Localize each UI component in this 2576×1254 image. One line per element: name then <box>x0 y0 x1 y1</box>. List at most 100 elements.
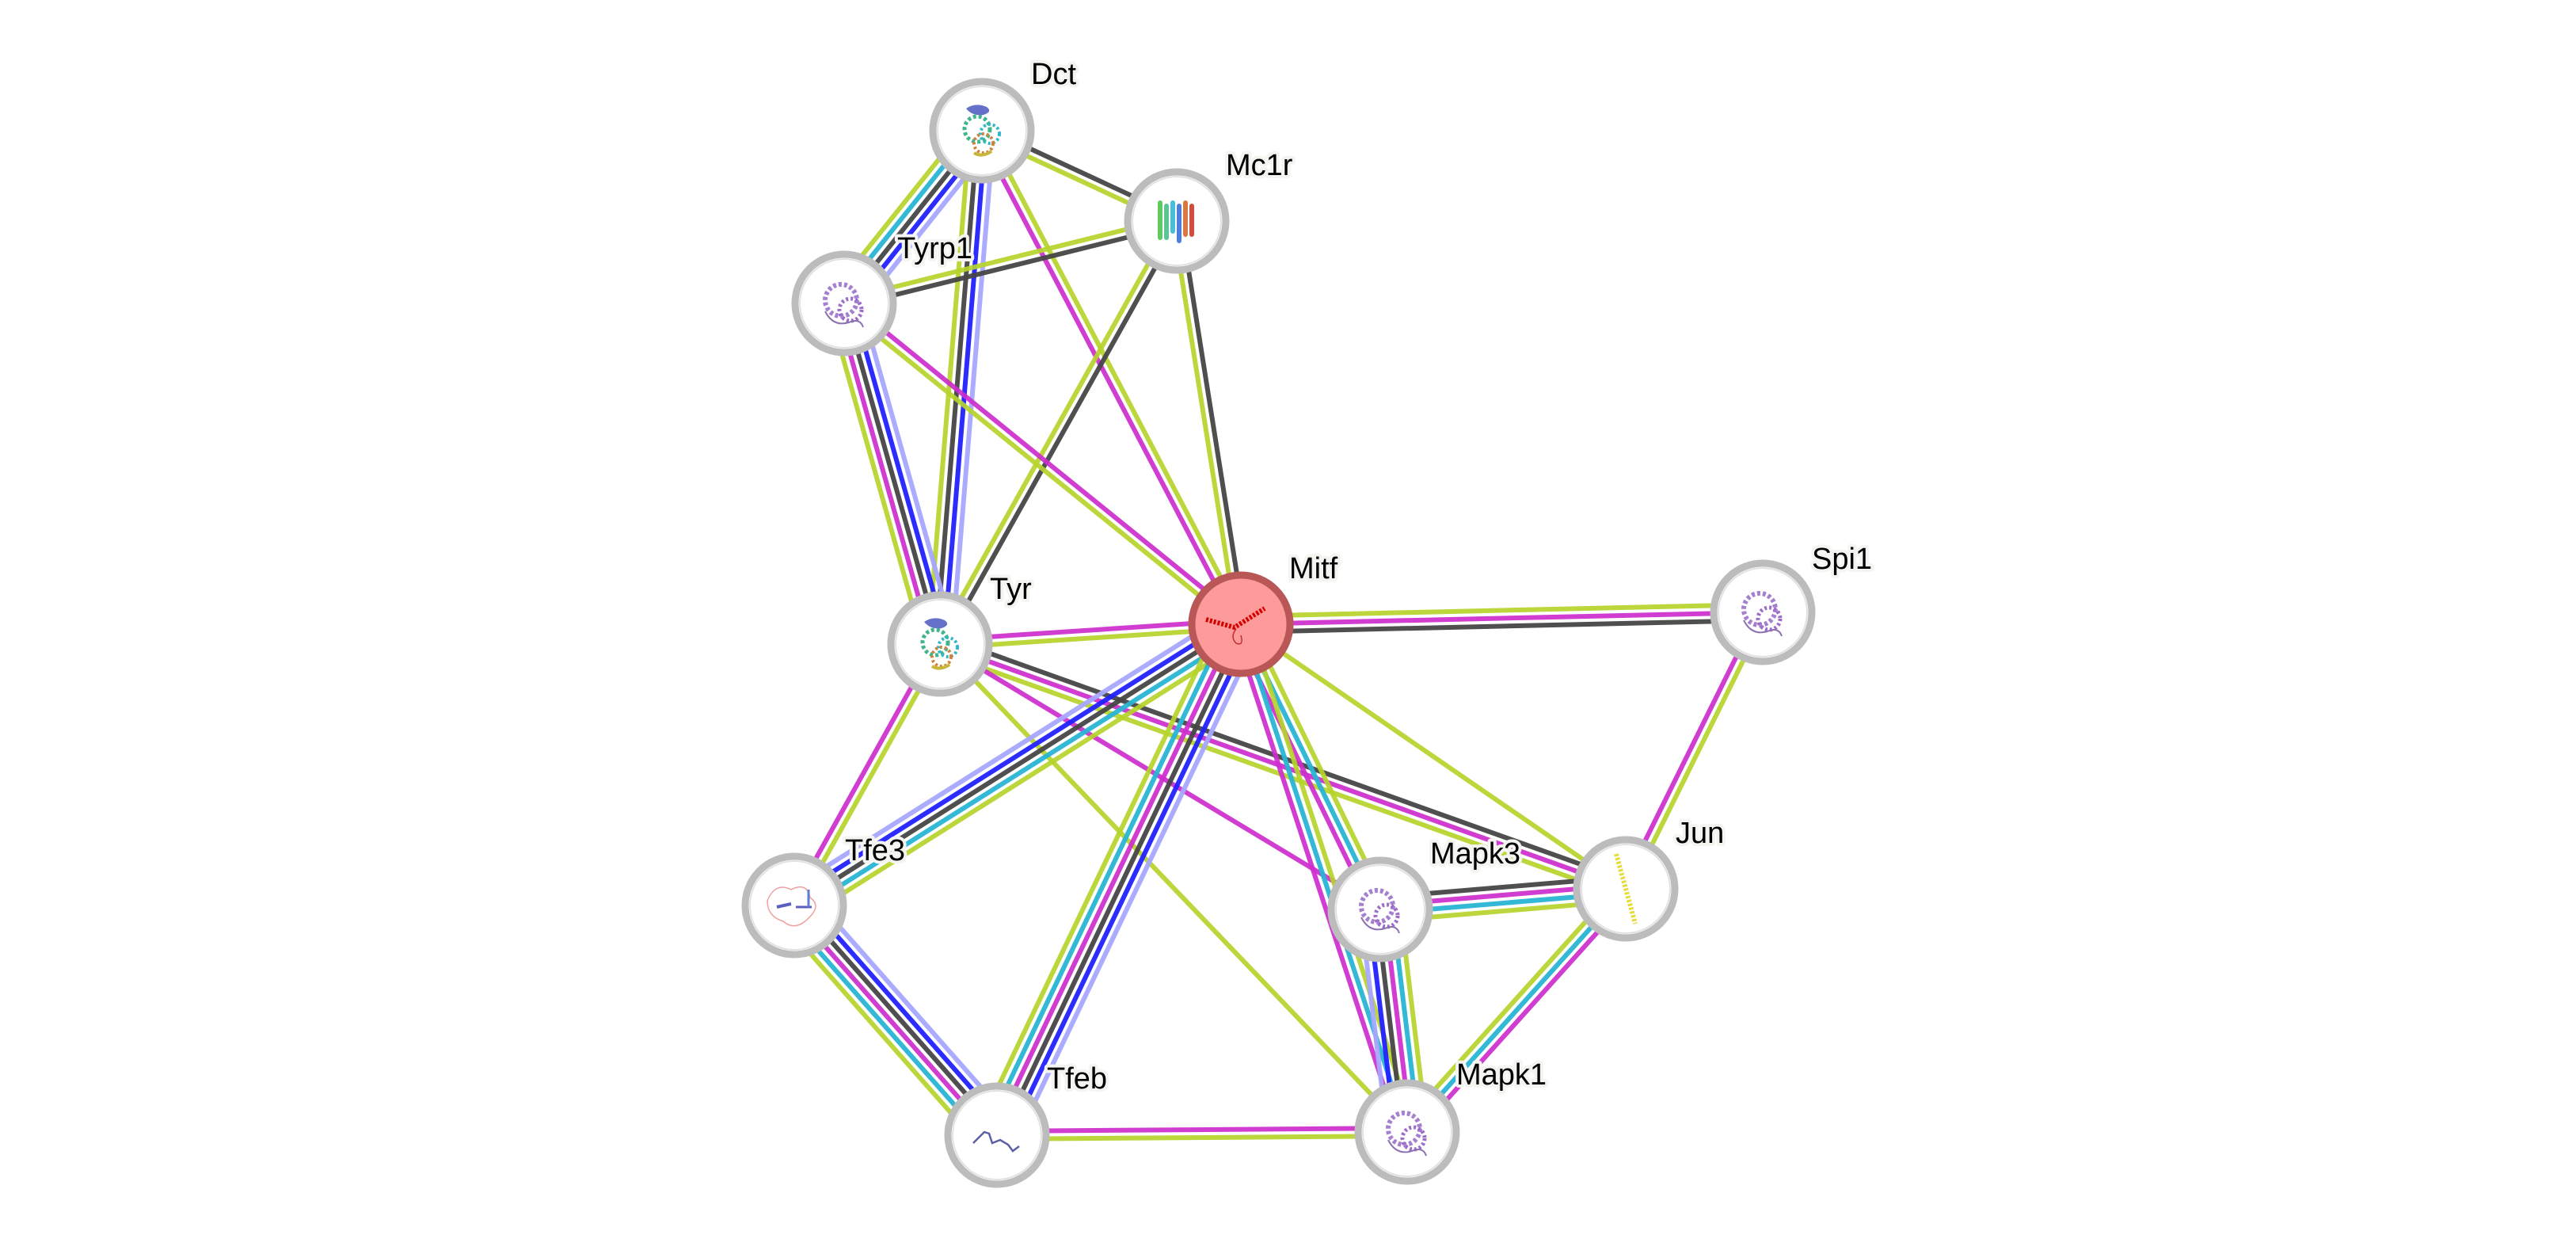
edge-line-textmining <box>938 642 1410 1134</box>
node-circle[interactable] <box>1327 856 1433 962</box>
edge-mc1r-tyr[interactable] <box>934 218 1182 647</box>
edge-mitf-jun[interactable] <box>1239 622 1627 891</box>
node-label-mitf: Mitf <box>1289 552 1338 585</box>
node-ring-shadow <box>952 1090 1042 1180</box>
edge-line-textmining <box>826 307 927 650</box>
protein-structure-red-helix-icon <box>1205 606 1266 645</box>
edge-line-textmining <box>843 215 1177 303</box>
node-dct[interactable] <box>929 78 1035 184</box>
node-label-tyr: Tyr <box>990 573 1032 606</box>
protein-structure-yellow-helix-icon <box>1614 853 1638 924</box>
node-tyrp1[interactable] <box>791 250 897 356</box>
node-tyr[interactable] <box>887 591 993 697</box>
edge-tyrp1-tyr[interactable] <box>826 298 958 650</box>
edge-mc1r-tyrp1[interactable] <box>843 215 1178 310</box>
node-label-tyrp1: Tyrp1 <box>897 232 972 265</box>
edge-tyr-mapk3[interactable] <box>938 642 1382 912</box>
edge-line-textmining <box>1399 882 1622 1129</box>
edge-mitf-spi1[interactable] <box>1240 602 1764 635</box>
edge-line-gene-fusion <box>857 298 958 641</box>
node-label-tfe3: Tfe3 <box>845 834 905 867</box>
edge-line-cooccurrence <box>1005 628 1254 1142</box>
edge-tfeb-mapk1[interactable] <box>996 1126 1408 1142</box>
node-mapk1[interactable] <box>1354 1079 1460 1185</box>
edge-line-cooccurrence <box>789 615 1239 901</box>
edge-line-coexpression <box>1241 617 1764 635</box>
edge-line-experiments <box>976 131 1240 627</box>
edge-line-experiments <box>845 298 1246 623</box>
edge-line-experiments <box>996 1126 1407 1134</box>
edge-line-gene-fusion <box>807 890 1014 1124</box>
node-ring-shadow <box>895 599 985 689</box>
edge-line-textmining <box>926 129 973 644</box>
edge-line-experiments <box>834 304 935 647</box>
edge-line-coexpression <box>842 303 942 645</box>
node-circle[interactable] <box>944 1082 1050 1188</box>
node-ring-shadow <box>1362 1087 1452 1177</box>
protein-structure-helix-bundle-icon <box>1158 200 1194 243</box>
node-mc1r[interactable] <box>1124 168 1230 274</box>
node-ring-shadow <box>1132 176 1222 266</box>
protein-structure-purple-icon <box>1359 888 1400 934</box>
node-label-mc1r: Mc1r <box>1226 149 1293 182</box>
edge-line-textmining <box>778 917 984 1150</box>
node-tfeb[interactable] <box>944 1082 1050 1188</box>
edge-line-cooccurrence <box>941 131 988 645</box>
edge-line-experiments <box>938 642 1627 891</box>
edge-line-textmining <box>839 304 1240 630</box>
edge-tyr-mapk1[interactable] <box>938 642 1410 1134</box>
node-circle[interactable] <box>741 852 847 959</box>
edge-line-textmining <box>983 128 1247 624</box>
node-mitf[interactable] <box>1188 571 1294 677</box>
edge-line-gene-fusion <box>1012 631 1261 1145</box>
node-circle[interactable] <box>1710 559 1816 665</box>
edge-line-experiments <box>1231 626 1402 1136</box>
node-ring-shadow <box>749 860 839 951</box>
edge-dct-tyr[interactable] <box>926 129 996 646</box>
node-label-mapk3: Mapk3 <box>1430 837 1520 871</box>
protein-structure-rainbow-icon <box>920 618 959 670</box>
node-label-tfeb: Tfeb <box>1047 1062 1107 1096</box>
edge-tyrp1-mitf[interactable] <box>839 298 1246 630</box>
edge-line-databases <box>797 628 1246 915</box>
node-ring-shadow <box>1718 567 1808 657</box>
node-circle[interactable] <box>887 591 993 697</box>
node-tfe3[interactable] <box>741 852 847 959</box>
edge-line-textmining <box>976 614 1226 1128</box>
edge-mitf-tfeb[interactable] <box>976 614 1261 1145</box>
edge-dct-mitf[interactable] <box>976 128 1247 627</box>
edge-line-coexpression <box>1178 219 1247 624</box>
node-circle[interactable] <box>929 78 1035 184</box>
edge-jun-mapk1[interactable] <box>1399 882 1634 1139</box>
edge-line-gene-fusion <box>784 608 1234 894</box>
edge-line-databases <box>984 618 1233 1131</box>
edge-line-coexpression <box>793 622 1242 908</box>
edge-mitf-tfe3[interactable] <box>784 608 1251 921</box>
edge-line-coexpression <box>998 624 1247 1138</box>
protein-structure-disordered-icon <box>767 886 816 927</box>
node-mapk3[interactable] <box>1327 856 1433 962</box>
node-ring-shadow <box>937 86 1027 176</box>
node-ring-shadow <box>799 258 889 349</box>
edge-line-gene-fusion <box>949 131 996 646</box>
edge-line-textmining <box>934 218 1176 644</box>
protein-structure-purple-icon <box>823 282 864 328</box>
node-jun[interactable] <box>1573 836 1679 942</box>
protein-structure-purple-icon <box>1741 591 1783 637</box>
node-label-mapk1: Mapk1 <box>1456 1058 1547 1092</box>
node-label-jun: Jun <box>1676 817 1724 850</box>
node-spi1[interactable] <box>1710 559 1816 665</box>
edge-line-coexpression <box>844 222 1178 310</box>
node-circle[interactable] <box>791 250 897 356</box>
protein-structure-rainbow-icon <box>962 105 1001 157</box>
protein-structure-purple-icon <box>1386 1111 1427 1157</box>
edge-line-experiments <box>991 621 1240 1135</box>
edge-line-textmining <box>997 1133 1408 1142</box>
edge-line-databases <box>1239 623 1410 1133</box>
protein-structure-coil-icon <box>972 1130 1020 1153</box>
node-circle[interactable] <box>1354 1079 1460 1185</box>
edge-mc1r-mitf[interactable] <box>1170 219 1247 626</box>
node-label-spi1: Spi1 <box>1812 543 1872 576</box>
